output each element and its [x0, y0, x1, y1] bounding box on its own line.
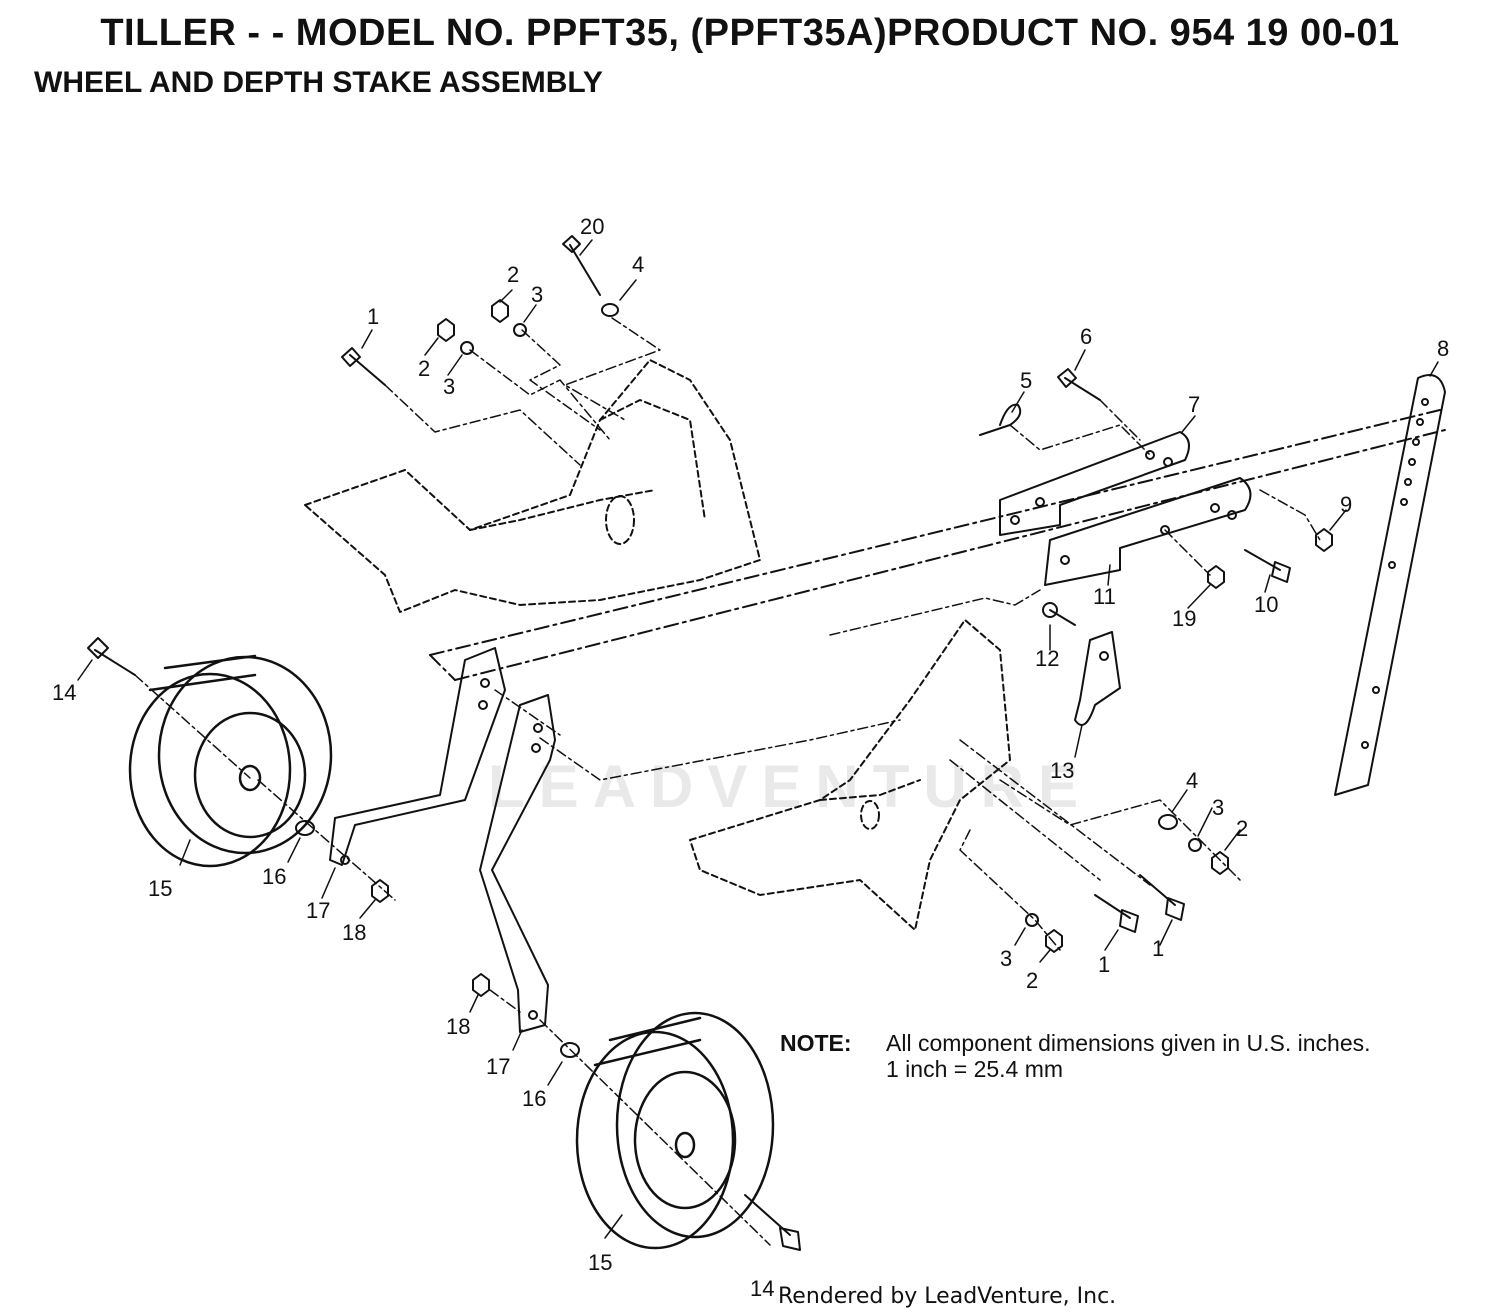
washer-4-lower — [1158, 814, 1178, 830]
nut-2-upper-b — [437, 318, 455, 342]
callout-8: 8 — [1437, 336, 1449, 361]
watermark: LEADVENTURE — [488, 753, 1093, 820]
wheel-bracket-lower — [479, 694, 556, 1033]
note-conversion: 1 inch = 25.4 mm — [886, 1056, 1064, 1082]
callout-14: 14 — [52, 680, 76, 705]
callout-15: 15 — [588, 1250, 612, 1275]
bolt-14-upper — [87, 637, 136, 676]
callout-2: 2 — [1236, 816, 1248, 841]
render-credit: Rendered by LeadVenture, Inc. — [778, 1284, 1117, 1309]
connection-lines — [134, 317, 1321, 1246]
bolt-20 — [562, 235, 601, 296]
callout-2: 2 — [507, 262, 519, 287]
bolt-10 — [1244, 549, 1291, 583]
stake-bracket-11 — [1044, 477, 1252, 586]
nut-9 — [1315, 528, 1333, 552]
left-frame-bracket — [304, 359, 761, 613]
washer-3-upper-b — [460, 341, 474, 355]
bolt-1-upper — [341, 347, 386, 386]
callout-9: 9 — [1340, 492, 1352, 517]
hairpin-clip-5 — [979, 403, 1022, 436]
washer-4-upper — [601, 303, 619, 317]
callout-5: 5 — [1020, 368, 1032, 393]
nut-18-upper — [371, 879, 389, 903]
callout-1: 1 — [1152, 936, 1164, 961]
callout-10: 10 — [1254, 592, 1278, 617]
callout-18: 18 — [342, 920, 366, 945]
callout-3: 3 — [1212, 795, 1224, 820]
wheel-bracket-upper — [329, 647, 506, 866]
right-frame-bracket — [689, 619, 1011, 931]
callout-13: 13 — [1050, 758, 1074, 783]
bolt-6 — [1057, 368, 1101, 401]
callout-12: 12 — [1035, 646, 1059, 671]
washer-3-upper-a — [513, 323, 527, 337]
callout-7: 7 — [1188, 392, 1200, 417]
wheel-lower — [575, 1011, 775, 1250]
callout-3: 3 — [531, 282, 543, 307]
callout-3: 3 — [1000, 946, 1012, 971]
callout-4: 4 — [632, 252, 644, 277]
main-shaft — [429, 409, 1446, 681]
callout-11: 11 — [1093, 584, 1116, 609]
callout-16: 16 — [522, 1086, 546, 1111]
callout-6: 6 — [1080, 324, 1092, 349]
leader-lines — [77, 239, 1439, 1239]
washer-3-lower-b — [1025, 913, 1039, 927]
stake-clip — [1074, 631, 1121, 726]
callout-3: 3 — [443, 374, 455, 399]
callout-2: 2 — [1026, 968, 1038, 993]
callout-2: 2 — [418, 356, 430, 381]
callout-1: 1 — [367, 304, 379, 329]
callout-18: 18 — [446, 1014, 470, 1039]
callout-14: 14 — [750, 1276, 774, 1301]
callout-20: 20 — [580, 214, 604, 239]
callout-17: 17 — [486, 1054, 510, 1079]
wheel-upper — [128, 654, 333, 868]
nut-2-upper-a — [491, 299, 509, 323]
washer-16-lower — [560, 1042, 580, 1058]
depth-stake — [1334, 374, 1446, 796]
callout-19: 19 — [1172, 606, 1196, 631]
assembly-subtitle: WHEEL AND DEPTH STAKE ASSEMBLY — [34, 66, 603, 99]
note-dimensions: All component dimensions given in U.S. i… — [886, 1030, 1371, 1056]
callout-16: 16 — [262, 864, 286, 889]
callout-17: 17 — [306, 898, 330, 923]
bolt-1-right-b — [1139, 874, 1185, 921]
bolt-14-lower — [744, 1194, 801, 1251]
washer-3-lower-a — [1188, 838, 1202, 852]
nut-2-lower-b — [1045, 929, 1063, 953]
callout-labels: 20 4 2 3 1 2 3 6 5 7 8 9 10 11 19 12 13 … — [52, 214, 1449, 1301]
callout-15: 15 — [148, 876, 172, 901]
page-title: TILLER - - MODEL NO. PPFT35, (PPFT35A)PR… — [100, 12, 1400, 54]
bolt-1-right-a — [1094, 894, 1139, 933]
callout-4: 4 — [1186, 768, 1198, 793]
callout-1: 1 — [1098, 952, 1110, 977]
bolt-12 — [1042, 602, 1076, 626]
stake-bracket-7 — [999, 431, 1190, 536]
nut-18-lower — [472, 973, 490, 997]
nut-19 — [1207, 565, 1225, 589]
washer-16-upper — [295, 820, 315, 836]
note-label: NOTE: — [780, 1030, 852, 1056]
